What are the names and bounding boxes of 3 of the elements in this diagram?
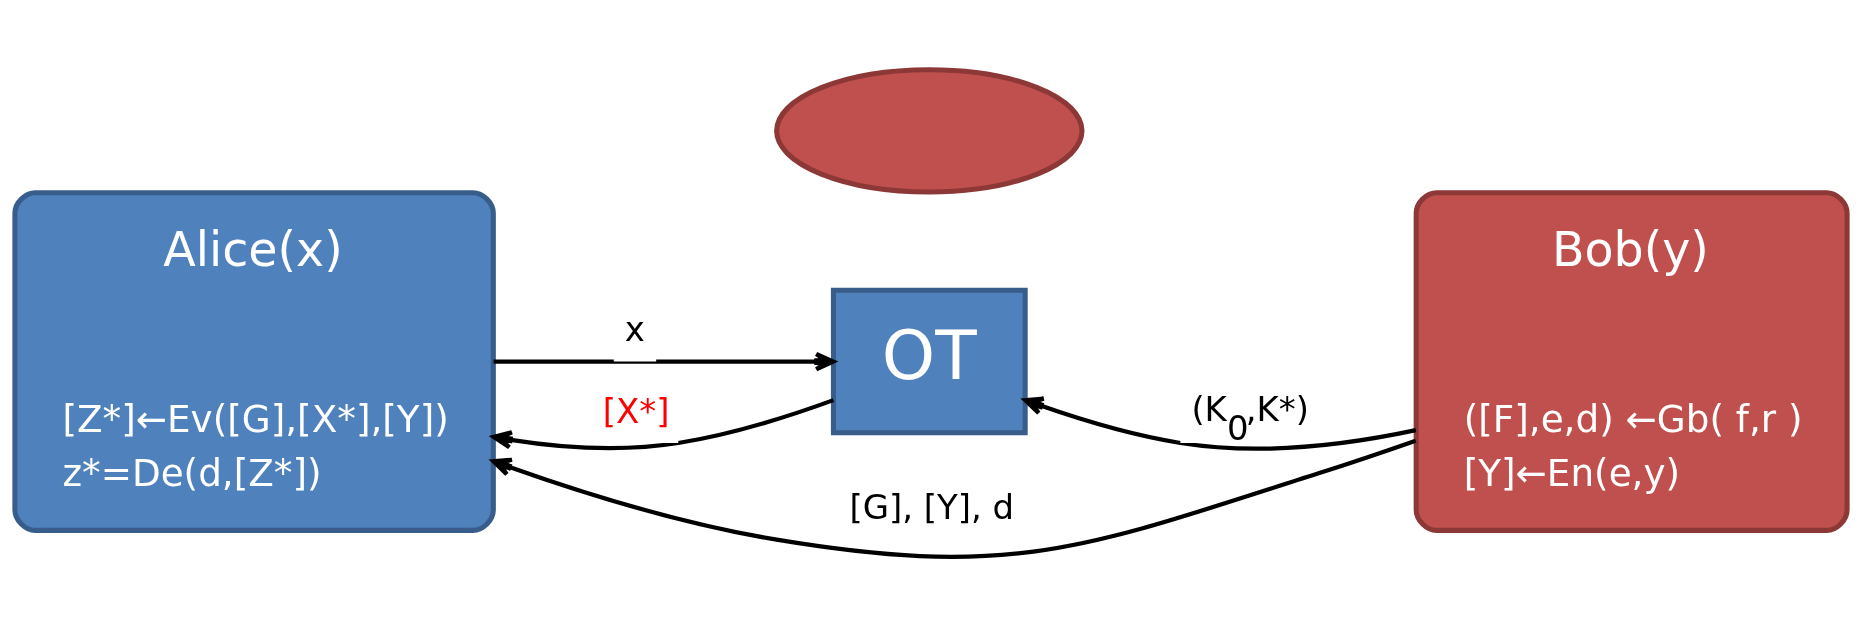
edge-label: [G], [Y], d: [849, 487, 1015, 527]
edge-label: x: [624, 309, 645, 349]
edge-label: [X*]: [602, 391, 670, 431]
